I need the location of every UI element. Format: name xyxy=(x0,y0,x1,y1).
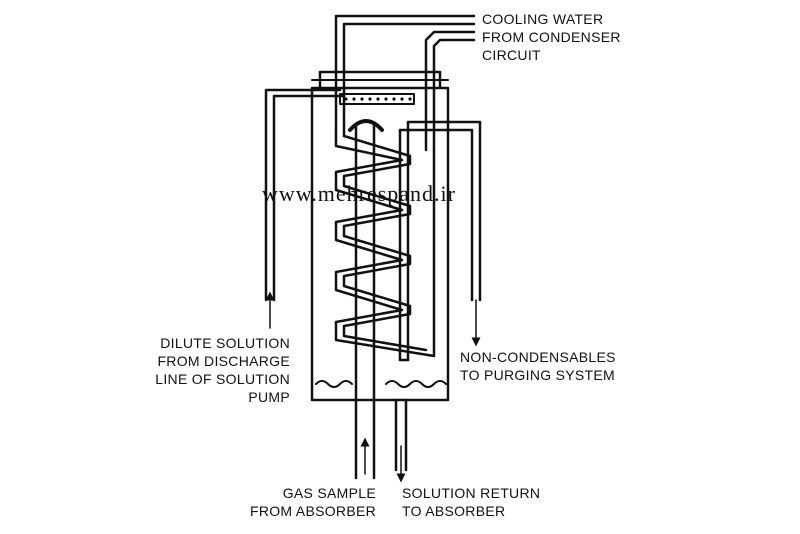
cooling-water-line-3: CIRCUIT xyxy=(482,47,541,63)
liquid-surface xyxy=(315,380,447,388)
gas-sample-line-2: FROM ABSORBER xyxy=(249,503,376,519)
cooling-water-outlet-pipe xyxy=(424,30,476,152)
solution-return-label: SOLUTION RETURN TO ABSORBER xyxy=(402,484,540,520)
dilute-solution-line-4: PUMP xyxy=(248,389,290,405)
cooling-water-inlet-pipe xyxy=(334,14,476,138)
solution-return-line-2: TO ABSORBER xyxy=(402,503,506,519)
dilute-solution-pipe xyxy=(272,94,346,302)
spray-header xyxy=(339,93,415,105)
gas-sample-label: GAS SAMPLE FROM ABSORBER xyxy=(226,484,376,520)
spray-holes xyxy=(344,97,412,101)
cooling-coil xyxy=(334,134,436,358)
sample-hood xyxy=(348,119,384,132)
gas-sample-line-1: GAS SAMPLE xyxy=(282,485,376,501)
watermark: www.mehrespand.ir xyxy=(262,181,456,206)
dilute-solution-line-1: DILUTE SOLUTION xyxy=(160,335,290,351)
cooling-water-line-2: FROM CONDENSER xyxy=(482,29,621,45)
solution-return-pipe xyxy=(394,398,408,472)
cooling-water-label: COOLING WATER FROM CONDENSER CIRCUIT xyxy=(482,10,621,64)
dilute-solution-line-3: LINE OF SOLUTION xyxy=(155,371,290,387)
non-condensables-line-1: NON-CONDENSABLES xyxy=(460,349,616,365)
solution-return-line-1: SOLUTION RETURN xyxy=(402,485,541,501)
dilute-solution-line-2: FROM DISCHARGE xyxy=(157,353,290,369)
non-condensables-label: NON-CONDENSABLES TO PURGING SYSTEM xyxy=(460,348,616,384)
dilute-solution-label: DILUTE SOLUTION FROM DISCHARGE LINE OF S… xyxy=(150,334,290,406)
non-condensables-line-2: TO PURGING SYSTEM xyxy=(460,367,615,383)
non-condensables-pipe xyxy=(398,128,474,362)
cooling-water-line-1: COOLING WATER xyxy=(482,11,604,27)
